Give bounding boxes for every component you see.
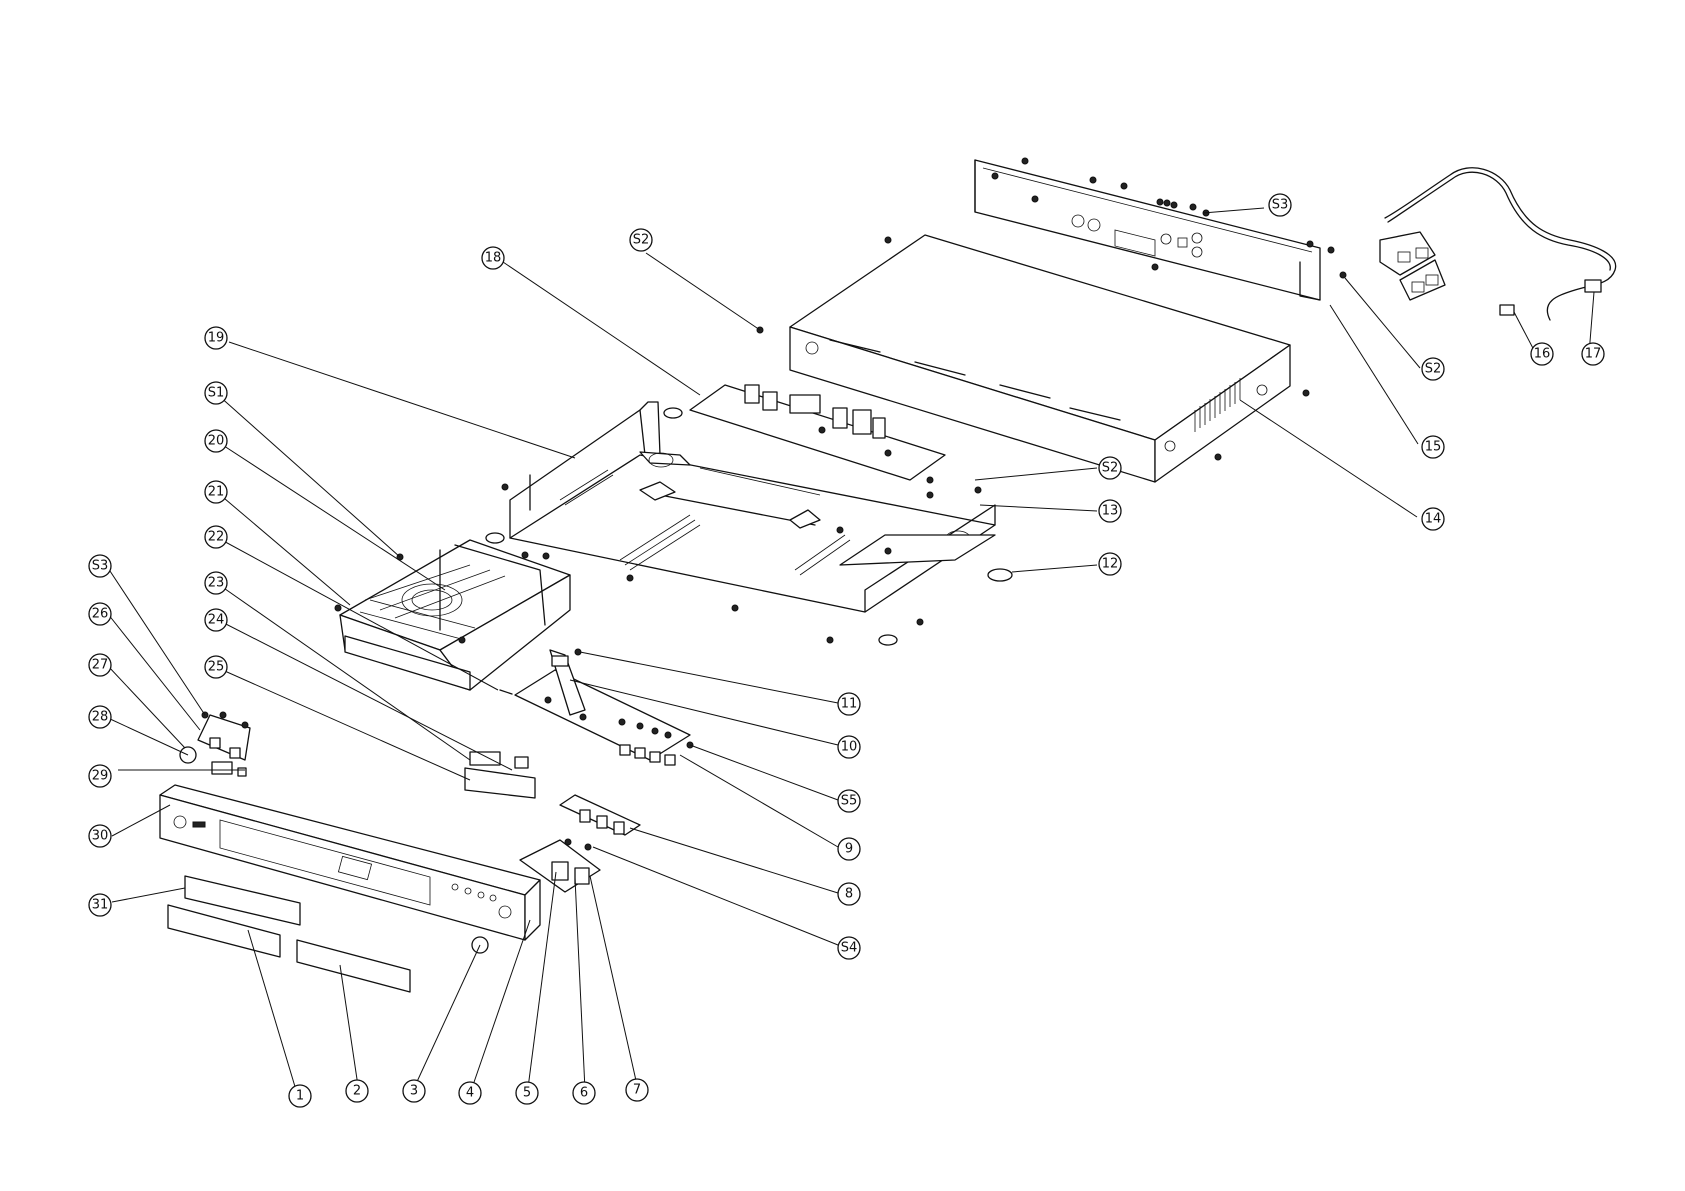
callout-19: 19 — [205, 327, 227, 349]
callout-label: 18 — [485, 251, 502, 266]
callout-label: 2 — [353, 1084, 361, 1099]
rubber-foot — [988, 569, 1012, 581]
callout-label: 24 — [208, 613, 225, 628]
callout-label: S3 — [1272, 198, 1289, 213]
power-cord — [1380, 168, 1616, 320]
callout-22: 22 — [205, 526, 227, 548]
callout-7: 7 — [626, 1079, 648, 1101]
callout-label: 15 — [1425, 440, 1442, 455]
callout-2: 2 — [346, 1080, 368, 1102]
callout-6: 6 — [573, 1082, 595, 1104]
av-board — [515, 649, 693, 765]
callout-s2-mid: S2 — [1099, 457, 1121, 479]
callout-label: 26 — [92, 607, 109, 622]
callout-label: 28 — [92, 710, 109, 725]
callout-s5: S5 — [838, 790, 860, 812]
callout-label: 1 — [296, 1089, 304, 1104]
callout-label: 13 — [1102, 504, 1119, 519]
callout-label: 25 — [208, 660, 225, 675]
callout-label: 19 — [208, 331, 225, 346]
callout-label: 30 — [92, 829, 109, 844]
callout-label: 9 — [845, 842, 853, 857]
callout-21: 21 — [205, 481, 227, 503]
jack-board — [560, 795, 640, 835]
callout-label: S2 — [1102, 461, 1119, 476]
callout-label: 4 — [466, 1086, 474, 1101]
callout-13: 13 — [1099, 500, 1121, 522]
callout-29: 29 — [89, 765, 111, 787]
callout-8: 8 — [838, 883, 860, 905]
callout-s3-left: S3 — [89, 555, 111, 577]
callout-16: 16 — [1531, 343, 1553, 365]
callout-label: S4 — [841, 941, 858, 956]
callout-s1: S1 — [205, 382, 227, 404]
callout-18: 18 — [482, 247, 504, 269]
left-small-board — [180, 712, 250, 776]
callout-label: S5 — [841, 794, 858, 809]
callout-label: S2 — [1425, 362, 1442, 377]
callout-3: 3 — [403, 1080, 425, 1102]
callout-20: 20 — [205, 430, 227, 452]
callout-s3-top: S3 — [1269, 194, 1291, 216]
flat-cables — [470, 690, 528, 768]
callout-9: 9 — [838, 838, 860, 860]
callout-label: 12 — [1102, 557, 1119, 572]
callout-label: 5 — [523, 1086, 531, 1101]
callout-28: 28 — [89, 706, 111, 728]
callout-label: 22 — [208, 530, 225, 545]
callout-27: 27 — [89, 654, 111, 676]
callout-label: 3 — [410, 1084, 418, 1099]
callout-label: 8 — [845, 887, 853, 902]
callout-30: 30 — [89, 825, 111, 847]
callout-25: 25 — [205, 656, 227, 678]
callout-label: 14 — [1425, 512, 1442, 527]
callout-label: S1 — [208, 386, 225, 401]
callout-15: 15 — [1422, 436, 1444, 458]
callout-label: 31 — [92, 898, 109, 913]
callout-10: 10 — [838, 736, 860, 758]
dvd-loader — [335, 540, 570, 690]
callout-label: S3 — [92, 559, 109, 574]
callout-label: 20 — [208, 434, 225, 449]
callout-26: 26 — [89, 603, 111, 625]
callout-11: 11 — [838, 693, 860, 715]
callout-s4: S4 — [838, 937, 860, 959]
callout-label: 17 — [1585, 347, 1602, 362]
callout-label: 7 — [633, 1083, 641, 1098]
callout-17: 17 — [1582, 343, 1604, 365]
callout-label: 10 — [841, 740, 858, 755]
callout-24: 24 — [205, 609, 227, 631]
callout-14: 14 — [1422, 508, 1444, 530]
callout-label: 21 — [208, 485, 225, 500]
callout-label: 11 — [841, 697, 858, 712]
callout-1: 1 — [289, 1085, 311, 1107]
callout-4: 4 — [459, 1082, 481, 1104]
display-window-part — [465, 768, 535, 798]
callout-23: 23 — [205, 572, 227, 594]
front-panel — [160, 785, 540, 940]
callout-label: 29 — [92, 769, 109, 784]
callout-12: 12 — [1099, 553, 1121, 575]
callout-31: 31 — [89, 894, 111, 916]
callout-s2-top: S2 — [630, 229, 652, 251]
callout-5: 5 — [516, 1082, 538, 1104]
callout-s2-right: S2 — [1422, 358, 1444, 380]
callout-label: 27 — [92, 658, 109, 673]
callout-label: 23 — [208, 576, 225, 591]
callout-label: 6 — [580, 1086, 588, 1101]
callout-label: S2 — [633, 233, 650, 248]
callout-label: 16 — [1534, 347, 1551, 362]
